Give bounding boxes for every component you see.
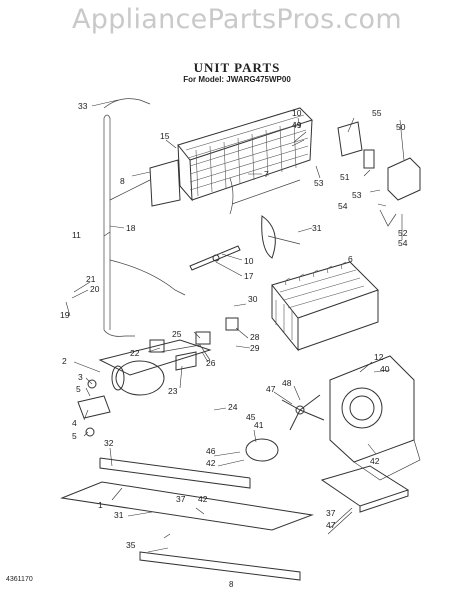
callout-numbers: 33 10 49 15 8 7 11 18 31 10 17 6 21 20 1… xyxy=(60,101,408,550)
condenser-fan xyxy=(229,177,301,259)
callout-8: 7 xyxy=(264,169,269,179)
callout-20: 20 xyxy=(90,284,100,294)
callout-47: 47 xyxy=(326,520,336,530)
callout-10: 8 xyxy=(120,176,125,186)
callout-18: 18 xyxy=(126,223,136,233)
callout-37: 37 xyxy=(326,508,336,518)
page-number: 8 xyxy=(229,580,234,589)
callout-52: 53 xyxy=(352,190,362,200)
callout-16: 15 xyxy=(160,131,170,141)
callout-42-c: 42 xyxy=(370,456,380,466)
refrigerant-tubes xyxy=(103,98,186,337)
callout-23: 23 xyxy=(168,386,178,396)
callout-32: 32 xyxy=(104,438,114,448)
callout-53-a: 53 xyxy=(314,178,324,188)
callout-12: 10 xyxy=(292,108,302,118)
callout-36: 37 xyxy=(176,494,186,504)
callout-25: 25 xyxy=(172,329,182,339)
compressor xyxy=(98,339,212,396)
model-line: For Model: JWARG475WP00 xyxy=(183,75,291,84)
callout-43: 45 xyxy=(246,412,256,422)
callout-48: 49 xyxy=(292,120,302,130)
control-box xyxy=(337,121,421,227)
callout-13: 11 xyxy=(72,230,81,240)
callout-33: 33 xyxy=(78,101,88,111)
callout-11: 10 xyxy=(244,256,254,266)
capacitor-bracket xyxy=(77,379,111,437)
callout-35: 35 xyxy=(126,540,136,550)
callout-2: 2 xyxy=(62,356,67,366)
callout-17: 17 xyxy=(244,271,254,281)
callout-26: 26 xyxy=(206,358,216,368)
callout-15: 12 xyxy=(374,352,384,362)
callout-22: 22 xyxy=(130,348,140,358)
evaporator-coil xyxy=(271,261,379,352)
callout-7: 6 xyxy=(348,254,353,264)
callout-51: 52 xyxy=(398,228,408,238)
callout-6: 5 xyxy=(76,384,81,394)
callout-42-a: 42 xyxy=(198,494,208,504)
callout-50: 51 xyxy=(340,172,350,182)
callout-28: 29 xyxy=(250,343,260,353)
fan-shroud xyxy=(329,355,421,481)
callout-30: 31 xyxy=(312,223,322,233)
callout-3: 3 xyxy=(78,372,83,382)
callout-29: 30 xyxy=(248,294,258,304)
callout-46: 48 xyxy=(282,378,292,388)
callout-21: 21 xyxy=(86,274,96,284)
callout-5: 5 xyxy=(72,431,77,441)
callout-19: 19 xyxy=(60,310,70,320)
callout-4: 4 xyxy=(72,418,77,428)
callout-24: 24 xyxy=(228,402,238,412)
fan-motor xyxy=(245,394,325,462)
condenser-coil xyxy=(149,107,313,207)
callout-44: 46 xyxy=(206,446,216,456)
callout-49: 50 xyxy=(396,122,406,132)
callout-31: 31 xyxy=(114,510,124,520)
callout-54: 54 xyxy=(398,238,408,248)
callout-27: 28 xyxy=(250,332,260,342)
callout-55: 55 xyxy=(372,108,382,118)
callout-41: 41 xyxy=(254,420,264,430)
callout-53-b: 54 xyxy=(338,201,348,211)
diagram-title: UNIT PARTS xyxy=(193,60,281,75)
watermark: AppliancePartsPros.com xyxy=(72,4,402,35)
base-rails xyxy=(60,457,410,581)
relay-assembly xyxy=(149,317,239,371)
callout-42-b: 42 xyxy=(206,458,216,468)
document-number: 4361170 xyxy=(6,576,33,583)
callout-45: 47 xyxy=(266,384,276,394)
callout-40: 40 xyxy=(380,364,390,374)
callout-leaders xyxy=(65,99,405,553)
callout-1: 1 xyxy=(98,500,103,510)
drain-tube xyxy=(189,245,241,271)
